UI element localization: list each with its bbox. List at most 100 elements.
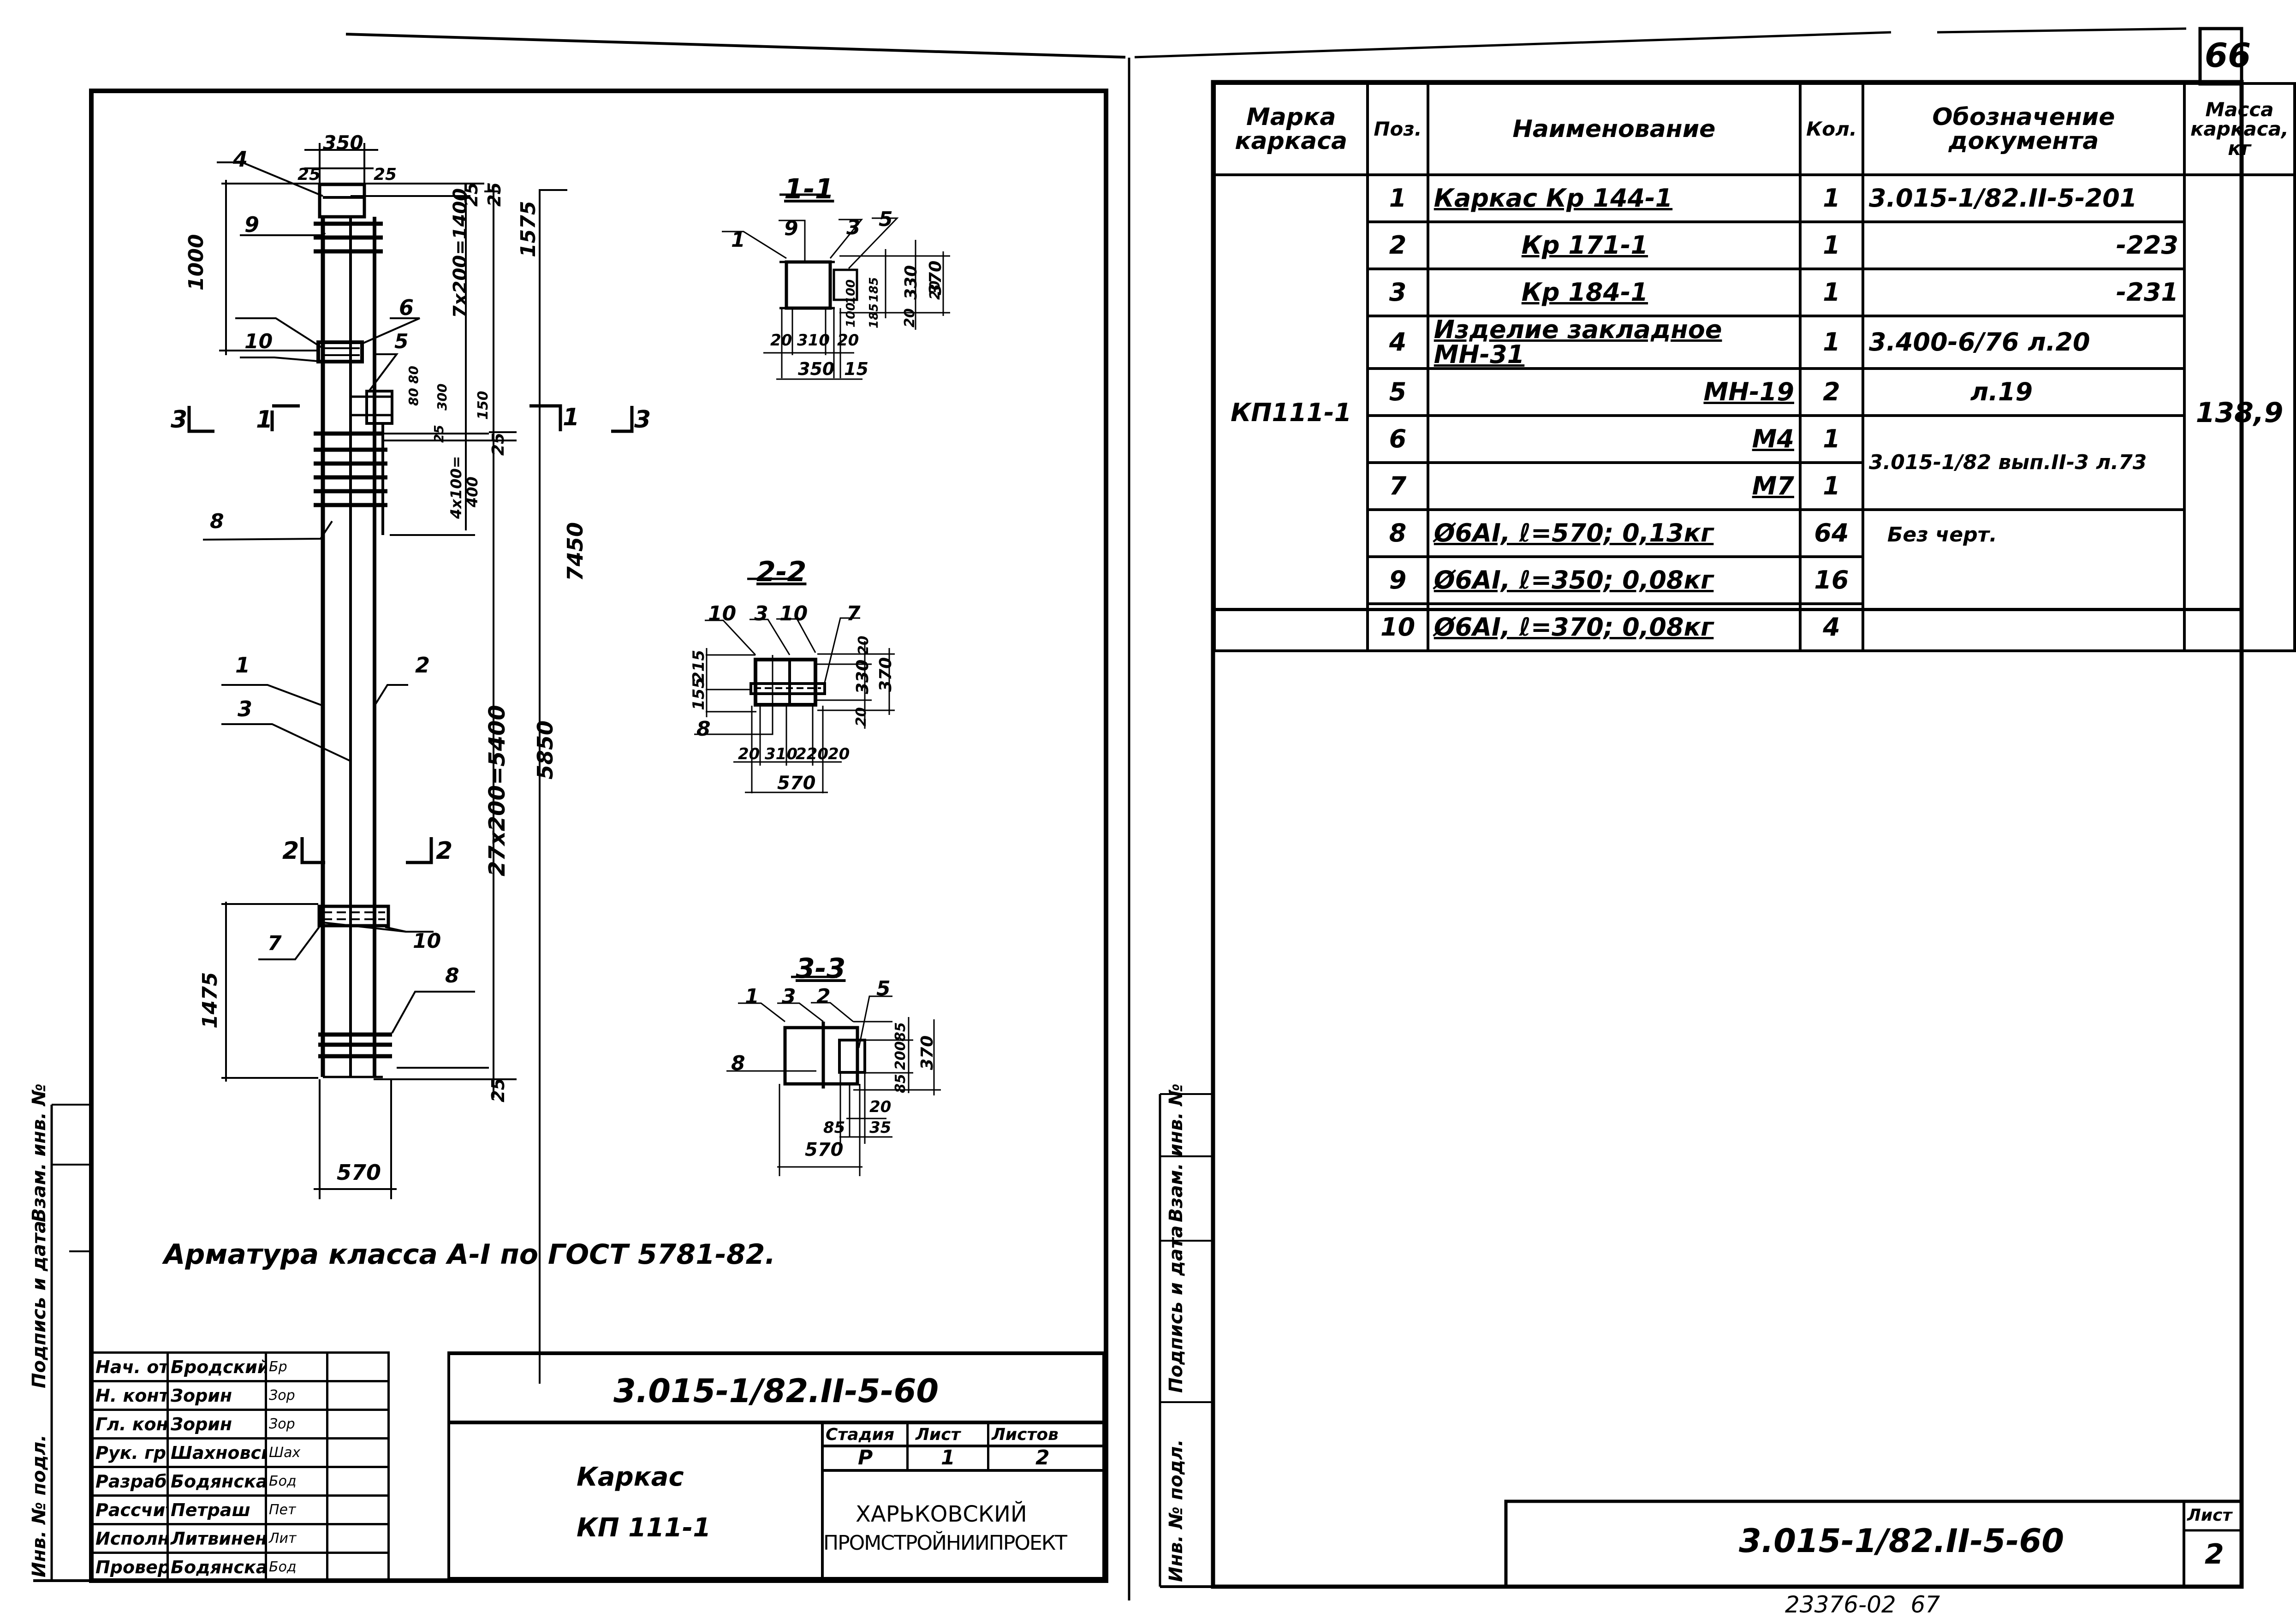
header-qty: Кол. <box>1798 82 1864 176</box>
spec-name: Ø6AI, ℓ=350; 0,08кг <box>1426 555 1802 605</box>
spec-doc: Без черт. <box>1861 508 2186 652</box>
spec-doc: 3.400-6/76 л.20 <box>1861 315 2186 370</box>
dim-5850: 5850 <box>533 720 558 779</box>
section-3-3-dim-35: 35 <box>869 1118 892 1137</box>
elevation-drawing <box>187 143 634 1384</box>
section-1-1-dim-15: 15 <box>844 359 868 379</box>
section-2-2-dim-330: 330 <box>853 659 872 694</box>
signature-date <box>326 1409 390 1440</box>
signature-name: Литвиненко <box>167 1523 267 1554</box>
spec-pos: 6 <box>1366 414 1429 464</box>
right-sheet-value: 2 <box>2205 1538 2224 1570</box>
section-3-3-dim-200: 200 <box>892 1041 909 1070</box>
spec-qty: 1 <box>1798 173 1864 223</box>
section-mark-1-left: 1 <box>256 406 273 434</box>
spec-qty: 2 <box>1798 367 1864 417</box>
signature-row: Разраб.БодянскаяБод <box>91 1466 390 1497</box>
signature-date <box>326 1466 390 1497</box>
callout-1: 1 <box>235 653 250 678</box>
signature-date <box>326 1351 390 1382</box>
callout-10-top: 10 <box>244 330 273 353</box>
stage-value: Р <box>858 1446 873 1469</box>
dim-150: 150 <box>475 391 491 420</box>
header-doc: Обозначение документа <box>1861 82 2186 176</box>
section-2-2-dim-220: 220 <box>796 745 828 763</box>
footer-archive-code: 23376-02 67 <box>1785 1591 1940 1618</box>
spec-doc: 3.015-1/82.II-5-201 <box>1861 173 2186 223</box>
header-name: Наименование <box>1426 82 1802 176</box>
callout-7: 7 <box>268 932 282 955</box>
section-1-1-dim-330: 330 <box>902 265 921 300</box>
dim-7x200: 7x200=1400 <box>450 188 471 318</box>
left-stamp-vzam: Взам. инв. № <box>29 1083 50 1222</box>
section-1-1-dim-350: 350 <box>798 359 835 379</box>
section-mark-2-right: 2 <box>436 837 453 865</box>
signature-role: Н. контр. <box>91 1380 169 1411</box>
left-title-block-frame <box>447 1351 1106 1581</box>
spec-pos: 9 <box>1366 555 1429 605</box>
spec-doc: 3.015-1/82 вып.II-3 л.73 <box>1861 414 2186 511</box>
spec-qty: 64 <box>1798 508 1864 558</box>
callout-9: 9 <box>244 212 260 237</box>
section-3-3-callout-8: 8 <box>731 1052 745 1075</box>
signature-mark: Зор <box>265 1409 328 1440</box>
signature-role: Проверил <box>91 1552 169 1582</box>
callout-8-bottom: 8 <box>445 964 459 987</box>
spec-pos: 3 <box>1366 268 1429 317</box>
spec-name: Каркас Кр 144-1 <box>1426 173 1802 223</box>
section-2-2-dim-20-l: 20 <box>738 745 760 763</box>
signature-date <box>326 1552 390 1582</box>
section-3-3-dim-20: 20 <box>869 1098 892 1116</box>
signature-mark: Шах <box>265 1437 328 1468</box>
right-sheet-label: Лист <box>2187 1506 2232 1525</box>
spec-mark-value: КП111-1 <box>1213 173 1369 652</box>
section-1-1-dim-20-bot: 20 <box>902 308 918 327</box>
section-3-3-callout-1: 1 <box>745 985 759 1008</box>
section-1-1-callout-1: 1 <box>731 228 745 252</box>
dim-25-e: 25 <box>488 1078 508 1102</box>
specification-table: Марка каркаса Поз. Наименование Кол. Обо… <box>1213 82 2296 652</box>
callout-2: 2 <box>415 653 430 678</box>
right-stamp-inv-podl: Инв. № подл. <box>1166 1439 1187 1582</box>
section-2-2-callout-8: 8 <box>696 717 711 741</box>
organization-line2: ПРОМСТРОЙНИИПРОЕКТ <box>823 1531 1067 1555</box>
dim-25-c: 25 <box>431 425 446 443</box>
signature-date <box>326 1523 390 1554</box>
dim-1000: 1000 <box>184 234 208 291</box>
product-name-line2: КП 111-1 <box>577 1513 711 1543</box>
signature-role: Нач. отд. <box>91 1351 169 1382</box>
spec-pos: 8 <box>1366 508 1429 558</box>
section-2-2-dim-370: 370 <box>876 657 895 692</box>
dim-400: 400 <box>464 476 481 507</box>
section-1-1-dim-185-a: 185 <box>867 277 881 302</box>
section-1-1-dim-20-r: 20 <box>837 331 859 350</box>
section-1-1-dim-185-b: 185 <box>867 303 881 328</box>
spec-doc: -231 <box>1861 268 2186 317</box>
signature-role: Рассчит. <box>91 1494 169 1525</box>
left-designation: 3.015-1/82.II-5-60 <box>613 1372 939 1410</box>
signature-role: Рук. гр. <box>91 1437 169 1468</box>
spec-pos: 1 <box>1366 173 1429 223</box>
section-mark-3-right: 3 <box>634 406 651 434</box>
left-stamp-inv-podl: Инв. № подл. <box>29 1434 50 1577</box>
spec-name: М4 <box>1426 414 1802 464</box>
signature-date <box>326 1437 390 1468</box>
section-1-1-dim-20-l: 20 <box>770 331 792 350</box>
spec-header-row: Марка каркаса Поз. Наименование Кол. Обо… <box>1213 82 2296 176</box>
section-mark-1-right: 1 <box>563 404 580 431</box>
section-2-2-callout-7: 7 <box>846 602 861 625</box>
section-1-1-title: 1-1 <box>784 173 834 205</box>
callout-8-top: 8 <box>210 510 224 533</box>
sheet-number-top: 66 <box>2205 36 2251 75</box>
dim-25-d: 25 <box>489 432 508 456</box>
spec-qty: 1 <box>1798 268 1864 317</box>
spec-mass-value: 138,9 <box>2183 173 2296 652</box>
